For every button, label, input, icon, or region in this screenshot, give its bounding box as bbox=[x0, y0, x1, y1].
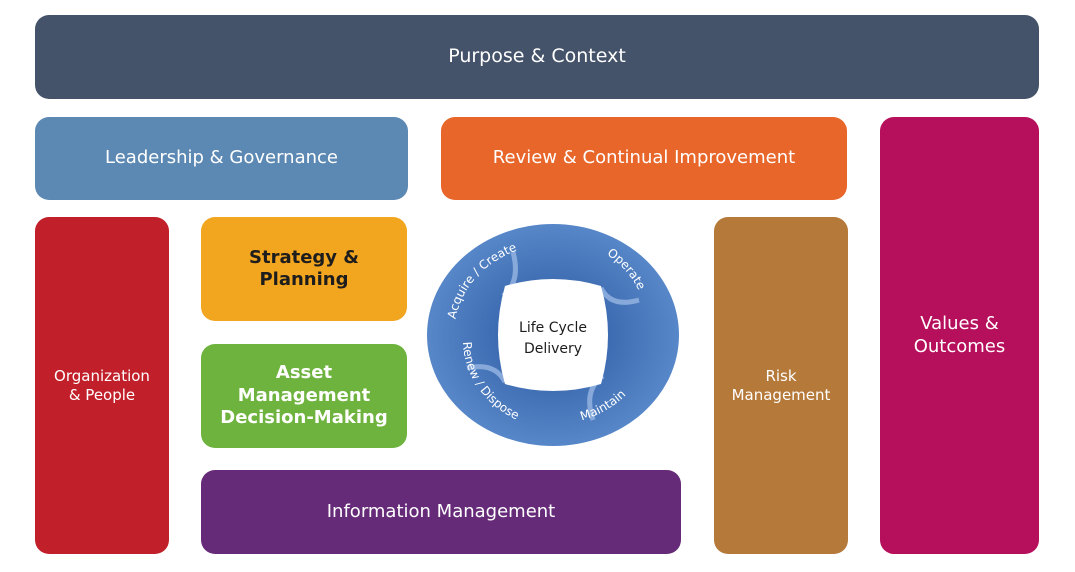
review-improvement-label: Review & Continual Improvement bbox=[492, 147, 796, 169]
risk-management-label-line2: Management bbox=[731, 385, 831, 404]
decision-making-block: Asset Management Decision-Making bbox=[201, 344, 407, 448]
cycle-center-label-line1: Life Cycle bbox=[519, 320, 587, 336]
cycle-divider-bottom-left bbox=[466, 364, 508, 384]
information-management-block: Information Management bbox=[201, 470, 681, 554]
information-management-label: Information Management bbox=[326, 500, 556, 522]
purpose-context-label: Purpose & Context bbox=[448, 45, 626, 68]
organization-people-label-line2: & People bbox=[68, 385, 136, 404]
organization-people-block: Organization & People bbox=[35, 217, 169, 554]
values-outcomes-label-line2: Outcomes bbox=[913, 335, 1006, 357]
risk-management-block: Risk Management bbox=[714, 217, 848, 554]
purpose-context-block: Purpose & Context bbox=[35, 15, 1039, 99]
risk-management-label-line1: Risk bbox=[765, 366, 797, 385]
life-cycle-diagram: Life Cycle Delivery Acquire / Create Ope… bbox=[427, 224, 679, 446]
decision-making-label-line1: Asset Management bbox=[237, 362, 371, 406]
review-improvement-block: Review & Continual Improvement bbox=[441, 117, 847, 200]
strategy-planning-block: Strategy & Planning bbox=[201, 217, 407, 321]
leadership-governance-label: Leadership & Governance bbox=[105, 147, 338, 169]
decision-making-label-line2: Decision-Making bbox=[220, 407, 388, 429]
strategy-planning-label-line1: Strategy & bbox=[249, 246, 359, 268]
values-outcomes-label-line1: Values & bbox=[920, 313, 999, 334]
cycle-center-window bbox=[498, 279, 608, 391]
organization-people-label-line1: Organization bbox=[54, 366, 150, 385]
cycle-center-label-line2: Delivery bbox=[524, 341, 582, 357]
cycle-divider-top-right bbox=[598, 286, 640, 305]
values-outcomes-block: Values & Outcomes bbox=[880, 117, 1039, 554]
strategy-planning-label-line2: Planning bbox=[259, 269, 349, 290]
leadership-governance-block: Leadership & Governance bbox=[35, 117, 408, 200]
